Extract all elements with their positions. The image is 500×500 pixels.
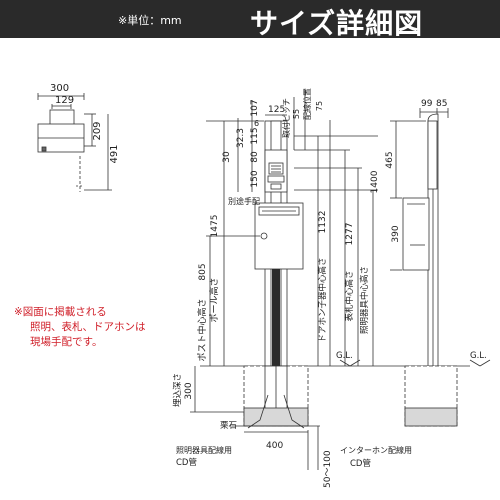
dim-1132: 1132 <box>318 211 328 234</box>
dim-300-embed: 300 <box>184 382 194 399</box>
note-text: ※図面に掲載される 照明、表札、ドアホンは 現場手配です。 <box>14 305 146 350</box>
page-title: サイズ詳細図 <box>250 7 424 40</box>
label-light-center-height: 照明器具中心高さ <box>359 266 370 334</box>
dim-115: 115 <box>250 127 260 144</box>
note-line-2: 照明、表札、ドアホンは <box>30 321 146 333</box>
header-bar: ※単位：mm サイズ詳細図 <box>0 0 500 40</box>
label-gravel: 栗石 <box>220 421 237 431</box>
dim-209: 209 <box>92 121 103 140</box>
label-doorphone-center-height: ドアホン子器中心高さ <box>317 257 328 342</box>
dim-6: 6 <box>254 119 259 128</box>
dim-30: 30 <box>222 151 232 163</box>
label-cd-pipe: CD管 <box>176 457 197 468</box>
dim-107: 107 <box>250 99 260 116</box>
dim-80: 80 <box>250 151 260 163</box>
label-wiring-position: 配線位置 <box>302 88 312 120</box>
dim-1400: 1400 <box>370 170 380 193</box>
dim-99: 99 <box>421 99 433 109</box>
note-line-3: 現場手配です。 <box>30 336 103 348</box>
dim-300: 300 <box>50 83 69 94</box>
note-line-1: ※図面に掲載される <box>14 306 107 318</box>
label-embed-depth: 埋込深さ <box>172 373 183 407</box>
dim-1277: 1277 <box>345 223 355 246</box>
dim-50-100: 50〜100 <box>323 450 333 488</box>
label-separate-order: 別途手配 <box>228 196 260 206</box>
unit-label: ※単位：mm <box>118 14 182 27</box>
label-intercom-wiring: インターホン配線用 <box>340 445 412 455</box>
dim-400: 400 <box>266 441 283 451</box>
label-gl-front: G.L. <box>336 351 353 361</box>
top-view <box>37 93 112 192</box>
dim-465: 465 <box>385 151 395 168</box>
label-pole-height: ポール高さ <box>208 277 220 322</box>
dim-491: 491 <box>109 144 120 163</box>
dim-125: 125 <box>268 105 285 115</box>
label-nameplate-center-height: 表札中心高さ <box>344 270 355 321</box>
label-gl-side: G.L. <box>470 351 487 361</box>
label-cd-pipe-2: CD管 <box>350 458 371 469</box>
dim-805: 805 <box>198 263 208 280</box>
dim-1475: 1475 <box>210 215 220 238</box>
dim-150: 150 <box>250 170 260 187</box>
dim-85: 85 <box>436 99 447 109</box>
label-light-wiring: 照明器具配線用 <box>176 445 232 455</box>
label-intercom-pitch: 取付ピッチ <box>281 98 291 138</box>
dim-55: 55 <box>292 109 301 119</box>
dim-75: 75 <box>315 101 324 111</box>
dim-32-3: 32.3 <box>236 128 246 148</box>
front-view <box>190 90 400 470</box>
dim-390: 390 <box>391 225 401 242</box>
label-post-center-height: ポスト中心高さ <box>196 298 208 361</box>
side-view <box>390 108 491 427</box>
dim-129: 129 <box>55 95 74 106</box>
